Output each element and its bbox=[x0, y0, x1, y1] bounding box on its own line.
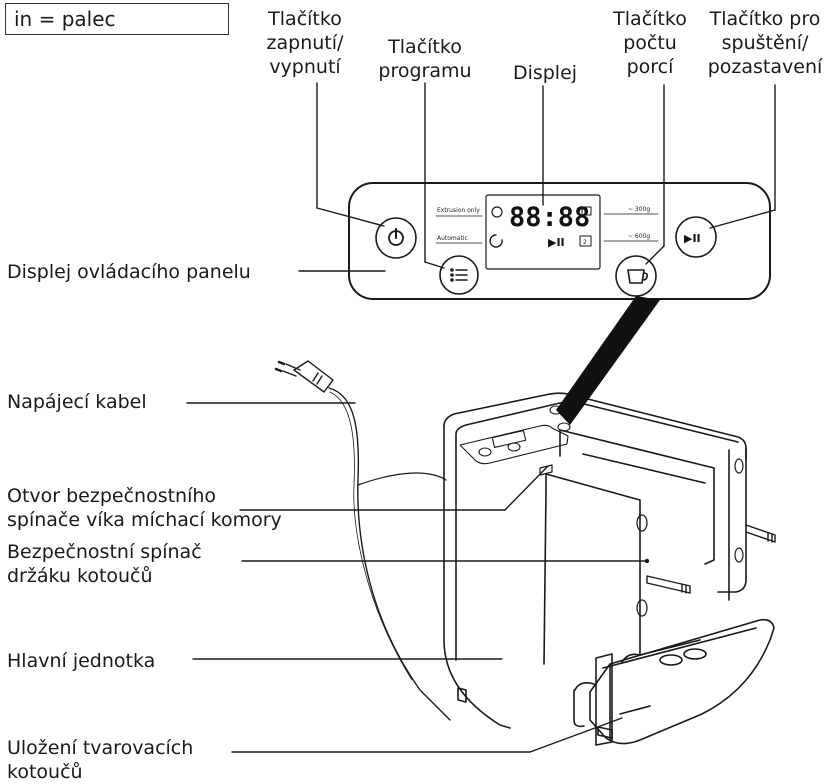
extrusion-icon bbox=[491, 206, 503, 218]
main-unit-label: Hlavní jednotka bbox=[7, 650, 156, 672]
power-button-label-line2: zapnutí/ bbox=[266, 32, 344, 54]
portion-button-label: Tlačítko počtu porcí bbox=[600, 7, 700, 79]
portion-icon-1: 1 bbox=[584, 209, 588, 216]
disc-holder-switch-label: Bezpečnostní spínač držáku kotoučů bbox=[7, 540, 202, 588]
cup-small-icon bbox=[581, 206, 592, 216]
disc-holder-switch-label-line2: držáku kotoučů bbox=[7, 565, 153, 587]
power-icon bbox=[388, 228, 404, 246]
start-pause-button-ring bbox=[675, 216, 717, 258]
program-button-ring bbox=[439, 255, 479, 295]
disc-storage-label: Uložení tvarovacích kotoučů bbox=[7, 736, 193, 784]
portion-button-ring bbox=[615, 255, 657, 297]
program-button-label-line2: programu bbox=[378, 60, 472, 82]
portion-icon-2: 2 bbox=[583, 239, 587, 246]
portion-button-label-line2: počtu bbox=[623, 32, 677, 54]
portion-600-label: ~ 600g bbox=[628, 233, 650, 240]
play-pause-icon: ▶II bbox=[684, 232, 701, 245]
display-digits: 88:88 bbox=[509, 202, 590, 233]
side-hole bbox=[734, 547, 744, 563]
portion-300-label: ~ 300g bbox=[628, 206, 650, 213]
side-hole bbox=[636, 514, 648, 532]
cup-large-icon bbox=[579, 235, 592, 247]
cord-to-unit bbox=[357, 472, 447, 486]
control-panel-outline bbox=[348, 182, 771, 300]
lid-switch-opening-label-line1: Otvor bezpečnostního bbox=[7, 485, 217, 507]
power-button-label-line3: vypnutí bbox=[269, 56, 341, 78]
list-icon bbox=[450, 268, 468, 282]
disc-holder-switch bbox=[644, 558, 650, 564]
automatic-icon bbox=[489, 234, 503, 248]
lid-switch-opening-label: Otvor bezpečnostního spínače víka míchac… bbox=[7, 484, 282, 532]
panel-display-label: Displej ovládacího panelu bbox=[7, 261, 251, 283]
display-label: Displej bbox=[512, 62, 578, 84]
side-hole bbox=[636, 599, 648, 617]
mode-automatic-label: Automatic bbox=[437, 235, 468, 242]
start-pause-button-label-line1: Tlačítko pro bbox=[709, 8, 821, 30]
portion-button-label-line3: porcí bbox=[626, 56, 674, 78]
power-button-label-line1: Tlačítko bbox=[268, 8, 342, 30]
lid-switch-slot bbox=[539, 464, 553, 476]
power-cord-label: Napájecí kabel bbox=[7, 391, 147, 413]
disc-storage-label-line1: Uložení tvarovacích bbox=[7, 737, 194, 759]
side-hole bbox=[734, 458, 744, 474]
cup-icon bbox=[627, 269, 648, 284]
disc-storage-label-line2: kotoučů bbox=[7, 761, 83, 783]
mode-extrusion-label: Extrusion only bbox=[437, 207, 480, 214]
power-button-ring bbox=[375, 217, 417, 259]
program-button-label: Tlačítko programu bbox=[370, 35, 480, 83]
main-unit-body bbox=[443, 392, 747, 739]
unit-legend: in = palec bbox=[5, 3, 229, 35]
power-button-label: Tlačítko zapnutí/ vypnutí bbox=[245, 7, 365, 79]
portion-button-label-line1: Tlačítko bbox=[613, 8, 687, 30]
plug-icon bbox=[274, 360, 334, 393]
program-button-label-line1: Tlačítko bbox=[388, 36, 462, 58]
play-pause-indicator: ▶II bbox=[548, 236, 565, 249]
start-pause-button-label-line2: spuštění/ bbox=[721, 32, 809, 54]
magnification-beam bbox=[556, 296, 660, 425]
power-cord-alt bbox=[329, 391, 413, 681]
unit-top-control-panel bbox=[459, 405, 571, 465]
disc-holder-switch-label-line1: Bezpečnostní spínač bbox=[7, 541, 202, 563]
lid-switch-opening-label-line2: spínače víka míchací komory bbox=[7, 509, 282, 531]
axle-pin bbox=[646, 524, 776, 594]
disc-storage-tray bbox=[573, 618, 775, 746]
power-cord bbox=[328, 387, 451, 721]
start-pause-button-label-line3: pozastavení bbox=[707, 56, 823, 78]
start-pause-button-label: Tlačítko pro spuštění/ pozastavení bbox=[700, 7, 830, 79]
